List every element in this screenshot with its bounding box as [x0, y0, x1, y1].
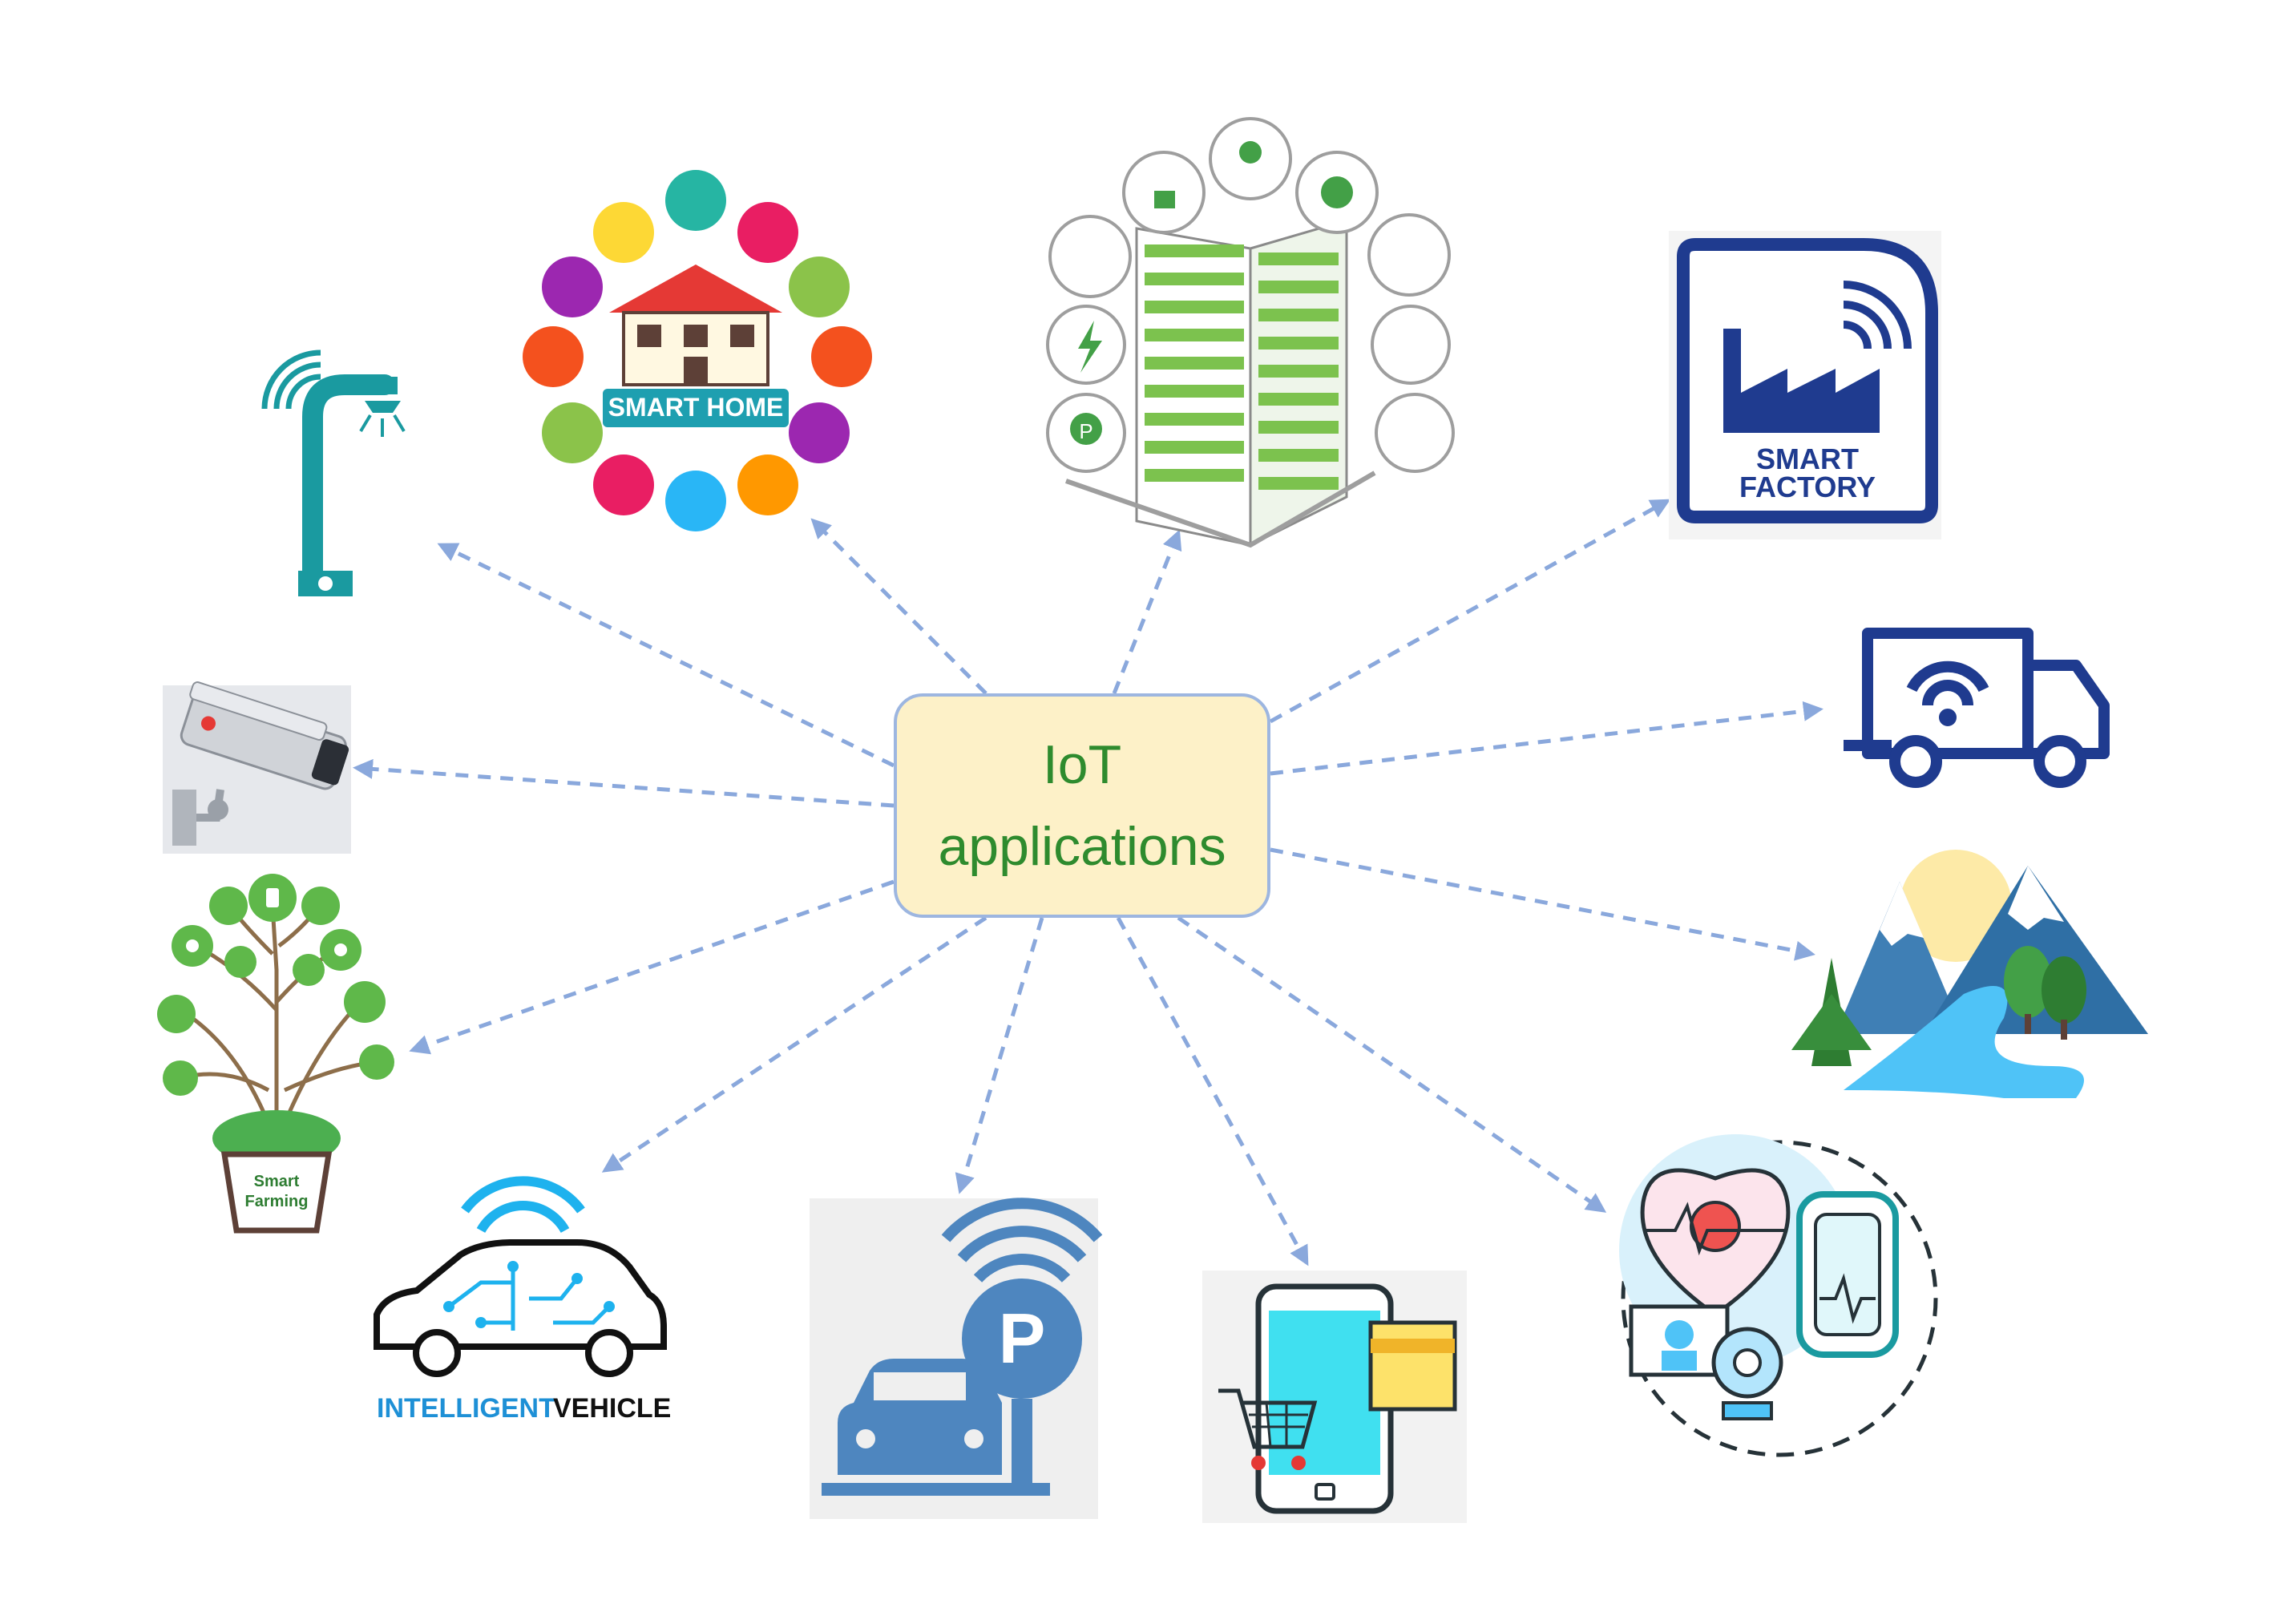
- center-title-line2: applications: [938, 816, 1226, 877]
- arrow-to-smart-factory: [1269, 499, 1671, 724]
- arrow-to-smart-farming: [409, 879, 895, 1055]
- smart-factory-label-line1: SMART: [1756, 442, 1859, 475]
- mountain-river-icon: [1791, 850, 2148, 1098]
- arrow-to-mobile-shopping: [1116, 916, 1309, 1266]
- smart-factory-icon: SMART FACTORY: [1669, 231, 1941, 539]
- wifi-truck-icon: [1844, 628, 2110, 788]
- smart-home-icon: SMART HOME: [523, 170, 872, 531]
- iot-applications-box: IoT applications: [894, 693, 1270, 918]
- smart-farming-label-line2: Farming: [245, 1193, 309, 1210]
- streetlight-icon: [261, 349, 406, 596]
- vehicle-label: VEHICLE: [553, 1393, 671, 1424]
- smart-factory-label-line2: FACTORY: [1739, 471, 1876, 503]
- intelligent-label: INTELLIGENT: [377, 1393, 555, 1424]
- arrow-to-smart-healthcare: [1177, 915, 1607, 1213]
- arrow-to-smart-building: [1112, 529, 1182, 694]
- health-monitor-icon: [1619, 1134, 1938, 1457]
- arrow-to-smart-logistics: [1270, 701, 1823, 776]
- connected-car-icon: INTELLIGENT VEHICLE: [374, 1176, 671, 1424]
- mobile-cart-icon: [1202, 1271, 1467, 1523]
- arrow-to-smart-home: [810, 518, 987, 695]
- arrow-to-surveillance: [353, 758, 895, 808]
- cctv-camera-icon: [163, 681, 351, 854]
- center-title-line1: IoT: [1042, 734, 1122, 795]
- smart-farming-label-line1: Smart: [254, 1173, 300, 1190]
- arrow-to-smart-parking: [955, 917, 1044, 1194]
- connector-arrows: [353, 499, 1823, 1266]
- arrow-to-smart-streetlight: [437, 543, 895, 768]
- svg-text:P: P: [999, 1299, 1046, 1378]
- parking-icon: P: [810, 1198, 1103, 1519]
- svg-text:P: P: [1079, 419, 1092, 443]
- arrow-to-intelligent-vehicle: [601, 915, 987, 1173]
- smart-building-icon: P: [1046, 117, 1455, 548]
- smart-home-label: SMART HOME: [608, 393, 784, 422]
- arrow-to-environment-monitoring: [1270, 847, 1815, 961]
- smart-tree-icon: Smart Farming: [157, 874, 394, 1234]
